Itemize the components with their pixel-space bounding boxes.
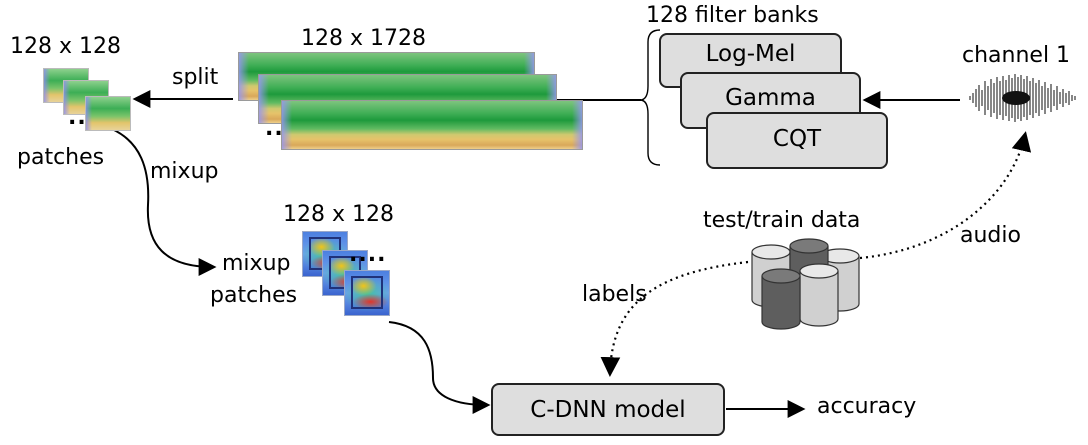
filter-bank-log-mel-label: Log-Mel [705, 41, 796, 67]
strips-ellipsis: .. [265, 116, 284, 141]
audio-dotted-arrow [859, 131, 1032, 260]
patches-ellipsis: .. [68, 105, 87, 130]
filter-bank-cqt: CQT [706, 112, 888, 169]
filter-banks-title: 128 filter banks [646, 3, 819, 28]
patch-3 [85, 96, 131, 131]
accuracy-label: accuracy [817, 394, 917, 419]
labels-edge-label: labels [582, 282, 647, 307]
split-label: split [172, 65, 219, 90]
strip-size-label: 128 x 1728 [301, 26, 426, 51]
mixup-patches-ellipsis: .... [349, 242, 387, 267]
mixup-arrow [111, 128, 217, 276]
database-icon [751, 238, 860, 330]
cdnn-model-box: C-DNN model [491, 383, 725, 436]
test-train-label: test/train data [703, 208, 861, 233]
channel-label: channel 1 [962, 43, 1071, 68]
mixup-to-model-arrow [388, 321, 491, 414]
mixup-patches-label-line2: patches [210, 283, 298, 308]
filter-bank-gamma-label: Gamma [725, 85, 816, 111]
audio-waveform-icon [969, 74, 1076, 122]
patch-size-label-mid: 128 x 128 [283, 202, 394, 227]
patch-size-label-top: 128 x 128 [10, 34, 121, 59]
audio-edge-label: audio [960, 223, 1021, 248]
mixup-patches-label-line1: mixup [222, 251, 291, 276]
mixup-edge-label: mixup [150, 159, 219, 184]
mixup-patch-3 [344, 270, 390, 316]
filter-bank-cqt-label: CQT [772, 126, 822, 152]
patches-label: patches [17, 145, 105, 170]
spectrogram-strip-3 [281, 100, 583, 150]
cdnn-model-label: C-DNN model [530, 396, 686, 423]
labels-dotted-arrow [600, 260, 749, 377]
filter-bank-brace [639, 29, 661, 166]
